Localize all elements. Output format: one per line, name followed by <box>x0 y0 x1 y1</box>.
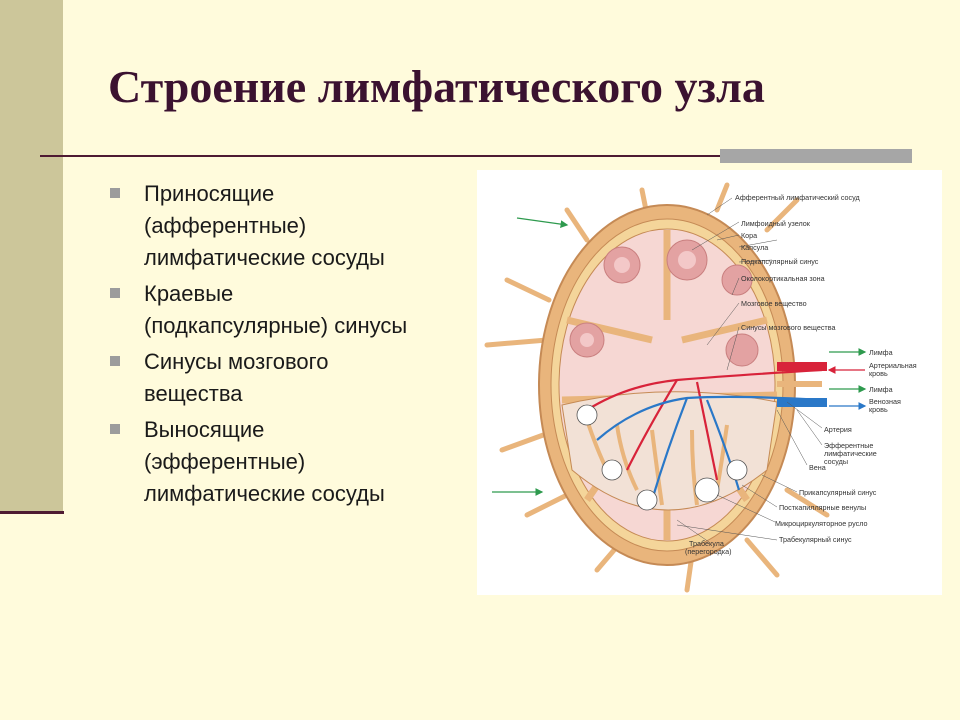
label-efferent-1: Эфферентные <box>824 441 873 450</box>
bullet-square-icon <box>110 288 120 298</box>
bullet-item: Выносящие (эфферентные) лимфатические со… <box>108 414 478 510</box>
label-lymph-in: Лимфа <box>869 385 893 394</box>
label-vein: Вена <box>809 463 826 472</box>
lymph-node-diagram: Афферентный лимфатический сосуд Лимфоидн… <box>477 170 942 595</box>
bullet-square-icon <box>110 424 120 434</box>
hilum-vessels <box>777 362 827 407</box>
label-arterial-1: Артериальная <box>869 361 917 370</box>
bullet-list: Приносящие (афферентные) лимфатические с… <box>108 178 478 514</box>
label-trabecula-1: Трабекула <box>689 539 724 548</box>
label-trabecular-sinus: Трабекулярный синус <box>779 535 852 544</box>
lymph-node-illustration: Афферентный лимфатический сосуд Лимфоидн… <box>484 182 917 593</box>
label-trabecula-2: (перегородка) <box>685 547 731 556</box>
left-decor-band <box>0 0 63 512</box>
leader-lines <box>676 197 823 543</box>
title-divider <box>40 155 912 157</box>
blood-vessels <box>586 368 823 501</box>
label-prikapsular: Прикапсулярный синус <box>799 488 877 497</box>
bullet-text: Синусы мозгового вещества <box>144 349 329 406</box>
label-lymph-out: Лимфа <box>869 348 893 357</box>
label-microcirc: Микроциркуляторное русло <box>775 519 867 528</box>
bullet-text: Выносящие (эфферентные) лимфатические со… <box>144 417 385 506</box>
label-venous-2: кровь <box>869 405 888 414</box>
label-postcapillary: Посткапиллярные венулы <box>779 503 866 512</box>
title-divider-accent <box>720 149 912 163</box>
bullet-item: Приносящие (афферентные) лимфатические с… <box>108 178 478 274</box>
bullet-item: Краевые (подкапсулярные) синусы <box>108 278 478 342</box>
label-venous-1: Венозная <box>869 397 901 406</box>
label-capsule: Капсула <box>741 243 768 252</box>
bullet-text: Приносящие (афферентные) лимфатические с… <box>144 181 385 270</box>
flow-arrows <box>492 217 867 496</box>
slide-title: Строение лимфатического узла <box>108 61 765 112</box>
label-paracortex: Околокортикальная зона <box>741 274 825 283</box>
bullet-text: Краевые (подкапсулярные) синусы <box>144 281 408 338</box>
bullet-item: Синусы мозгового вещества <box>108 346 478 410</box>
label-medulla: Мозговое вещество <box>741 299 807 308</box>
left-decor-line <box>0 511 64 514</box>
bullet-square-icon <box>110 188 120 198</box>
label-efferent-3: сосуды <box>824 457 848 466</box>
diagram-labels: Афферентный лимфатический сосуд Лимфоидн… <box>685 193 917 556</box>
label-medullary-sinuses: Синусы мозгового вещества <box>741 323 835 332</box>
medulla <box>561 391 778 511</box>
label-nodule: Лимфоидный узелок <box>741 219 811 228</box>
label-cortex: Кора <box>741 231 757 240</box>
bullet-square-icon <box>110 356 120 366</box>
label-subcapsular: Подкапсулярный синус <box>741 257 819 266</box>
label-arterial-2: кровь <box>869 369 888 378</box>
label-efferent-2: лимфатические <box>824 449 877 458</box>
nodule-centers <box>580 251 696 347</box>
label-artery: Артерия <box>824 425 852 434</box>
label-afferent: Афферентный лимфатический сосуд <box>735 193 860 202</box>
microcirculation <box>576 404 748 511</box>
